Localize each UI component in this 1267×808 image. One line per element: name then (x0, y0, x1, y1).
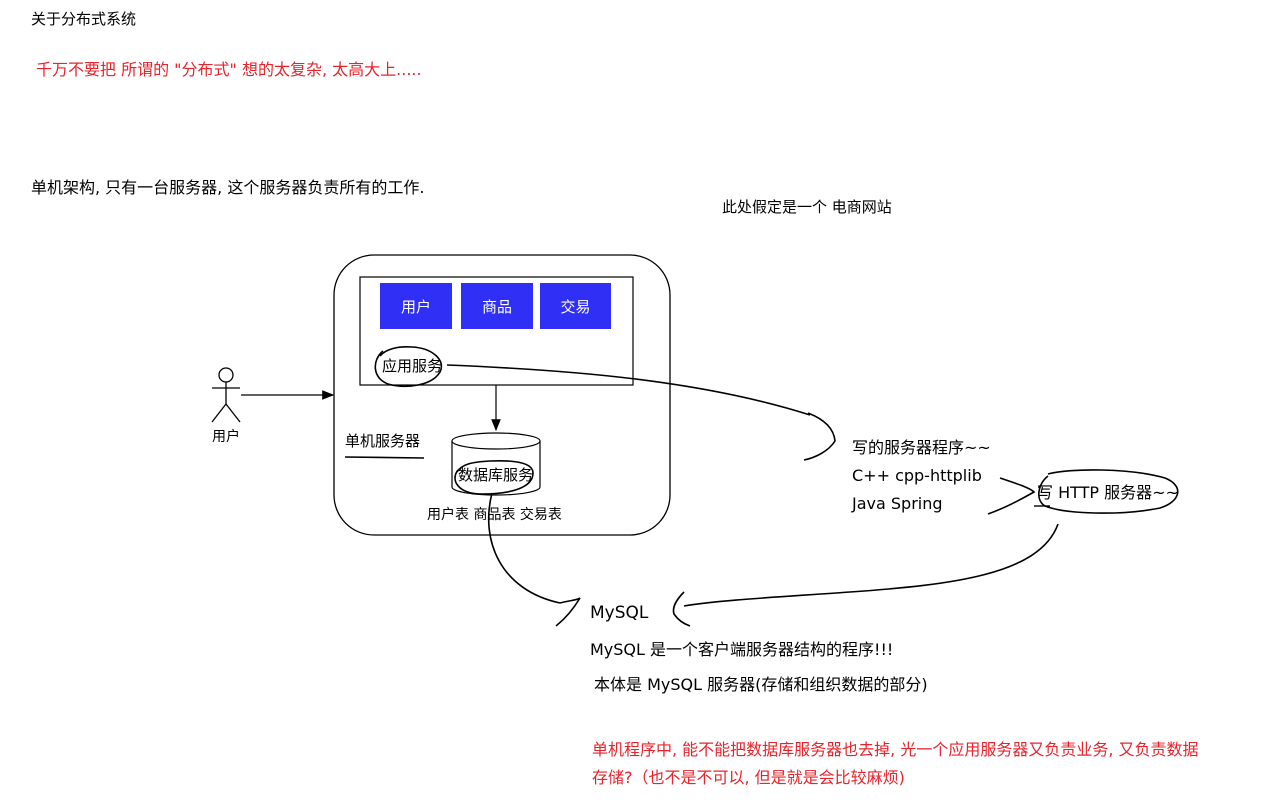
program-bracket (803, 412, 836, 461)
mysql-desc-line2: 本体是 MySQL 服务器(存储和组织数据的部分) (594, 675, 928, 694)
http-bracket (987, 477, 1036, 515)
server-label-underline (344, 456, 425, 459)
db-to-mysql-curve (487, 492, 561, 604)
http-server-note: 写 HTTP 服务器~~ (1037, 483, 1179, 502)
server-label: 单机服务器 (345, 432, 421, 450)
module-trade: 交易 (540, 283, 611, 329)
mysql-desc-line1: MySQL 是一个客户端服务器结构的程序!!! (590, 640, 894, 659)
user-label: 用户 (212, 429, 240, 445)
mysql-label: MySQL (590, 603, 649, 623)
db-label: 数据库服务 (458, 466, 534, 484)
module-product: 商品 (461, 283, 533, 329)
tables-label: 用户表 商品表 交易表 (427, 507, 562, 523)
database-cylinder-icon (451, 432, 541, 496)
app-to-program-curve (446, 364, 811, 416)
db-service-circle-stroke (454, 459, 534, 495)
question-line2: 存储?（也不是不可以, 但是就是会比较麻烦) (592, 768, 905, 787)
http-server-circle-stroke (1038, 469, 1179, 514)
mysql-right-bracket (672, 591, 691, 627)
question-line1: 单机程序中, 能不能把数据库服务器也去掉, 光一个应用服务器又负责业务, 又负责… (592, 740, 1199, 759)
module-user: 用户 (380, 283, 452, 329)
program-note-line3: Java Spring (852, 494, 943, 513)
http-to-mysql-curve (683, 523, 1059, 607)
page-title: 关于分布式系统 (31, 10, 137, 28)
user-figure-icon (211, 367, 241, 423)
program-note-line2: C++ cpp-httplib (852, 466, 982, 485)
assumption-note: 此处假定是一个 电商网站 (722, 198, 892, 216)
app-service-label: 应用服务 (382, 357, 443, 375)
program-note-line1: 写的服务器程序~~ (852, 438, 991, 457)
warning-note: 千万不要把 所谓的 "分布式" 想的太复杂, 太高大上..... (36, 60, 422, 79)
app-service-circle-stroke (374, 346, 443, 388)
intro-text: 单机架构, 只有一台服务器, 这个服务器负责所有的工作. (31, 178, 425, 197)
mysql-left-bracket (555, 597, 581, 627)
